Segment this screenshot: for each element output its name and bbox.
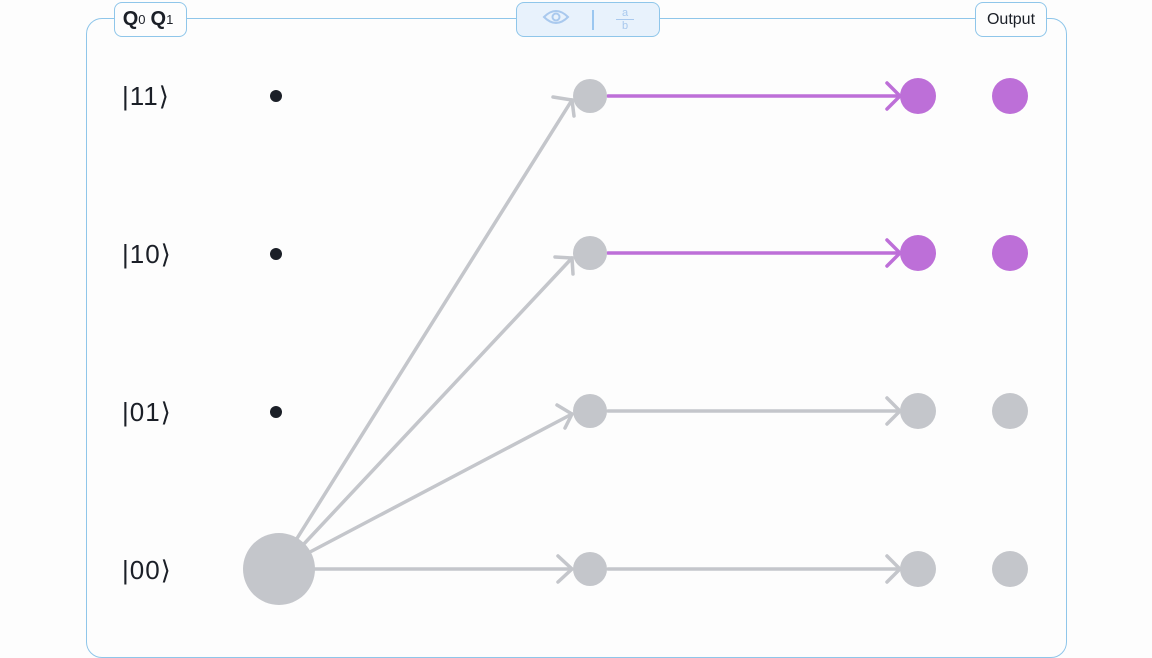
input-dot-01 <box>270 406 282 418</box>
output-transitions <box>606 81 903 584</box>
input-dot-10 <box>270 248 282 260</box>
output-tag: Output <box>975 2 1047 37</box>
q0-sub: 0 <box>138 12 146 27</box>
final-node-11 <box>900 78 936 114</box>
q1-sub: 1 <box>166 12 174 27</box>
final-node-01 <box>900 393 936 429</box>
mid-node-11 <box>573 79 607 113</box>
fraction-bar <box>616 18 634 21</box>
output-dot-11 <box>992 78 1028 114</box>
mid-node-01 <box>573 394 607 428</box>
output-dot-00 <box>992 551 1028 587</box>
eye-icon[interactable] <box>542 8 570 31</box>
input-transitions <box>294 95 576 584</box>
final-node-10 <box>900 235 936 271</box>
output-dot-01 <box>992 393 1028 429</box>
input-dot-11 <box>270 90 282 102</box>
fraction-bottom: b <box>621 20 629 33</box>
final-node-00 <box>900 551 936 587</box>
state-label-01: |01⟩ <box>122 397 172 427</box>
toolbar-divider <box>592 9 594 30</box>
mid-node-10 <box>573 236 607 270</box>
state-label-11: |11⟩ <box>122 81 170 111</box>
view-toolbar: a b <box>516 2 660 37</box>
input-amplitude-00 <box>243 533 315 605</box>
output-dot-10 <box>992 235 1028 271</box>
mid-node-00 <box>573 552 607 586</box>
q1-label: Q <box>150 8 167 30</box>
state-label-00: |00⟩ <box>122 555 172 585</box>
fraction-top: a <box>621 6 629 19</box>
state-label-10: |10⟩ <box>122 239 172 269</box>
q0-label: Q <box>122 8 139 30</box>
fraction-icon[interactable]: a b <box>616 6 634 33</box>
